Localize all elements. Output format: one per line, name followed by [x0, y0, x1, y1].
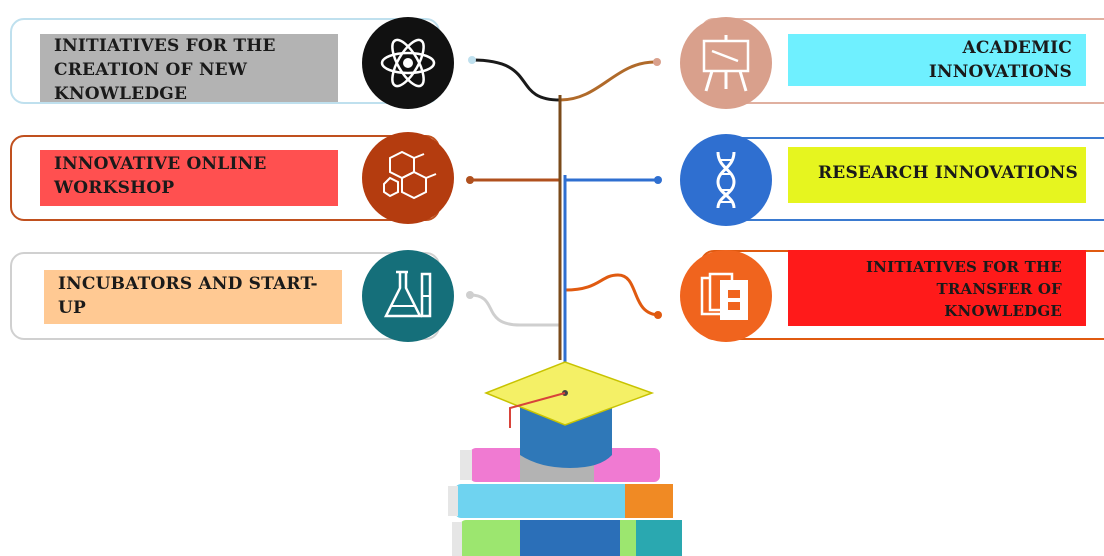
label-creation-of-new-knowledge: INITIATIVES FOR THE CREATION OF NEW KNOW… [40, 34, 338, 104]
node-dot [466, 291, 474, 299]
node-dot [653, 58, 661, 66]
connector-line-6 [564, 273, 661, 317]
molecule-icon [362, 132, 454, 224]
label-transfer-of-knowledge: INITIATIVES FOR THE TRANSFER OF KNOWLEDG… [788, 250, 1086, 326]
label-research-innovations: RESEARCH INNOVATIONS [788, 147, 1086, 203]
node-dot [654, 311, 662, 319]
book [455, 484, 673, 518]
atom-icon [362, 17, 454, 109]
node-dot [468, 56, 476, 64]
label-academic-innovations: ACADEMIC INNOVATIONS [788, 34, 1086, 86]
label-incubators-and-start-up: INCUBATORS AND START-UP [44, 270, 342, 324]
node-dot [466, 176, 474, 184]
documents-icon [680, 250, 772, 342]
node-dot [654, 176, 662, 184]
connector-line-5 [469, 293, 560, 327]
dna-icon [680, 134, 772, 226]
flask-icon [362, 250, 454, 342]
connector-line-2 [559, 60, 656, 102]
connector-line-1 [471, 58, 561, 102]
easel-icon [680, 17, 772, 109]
label-innovative-online-workshop: INNOVATIVE ONLINE WORKSHOP [40, 150, 338, 206]
